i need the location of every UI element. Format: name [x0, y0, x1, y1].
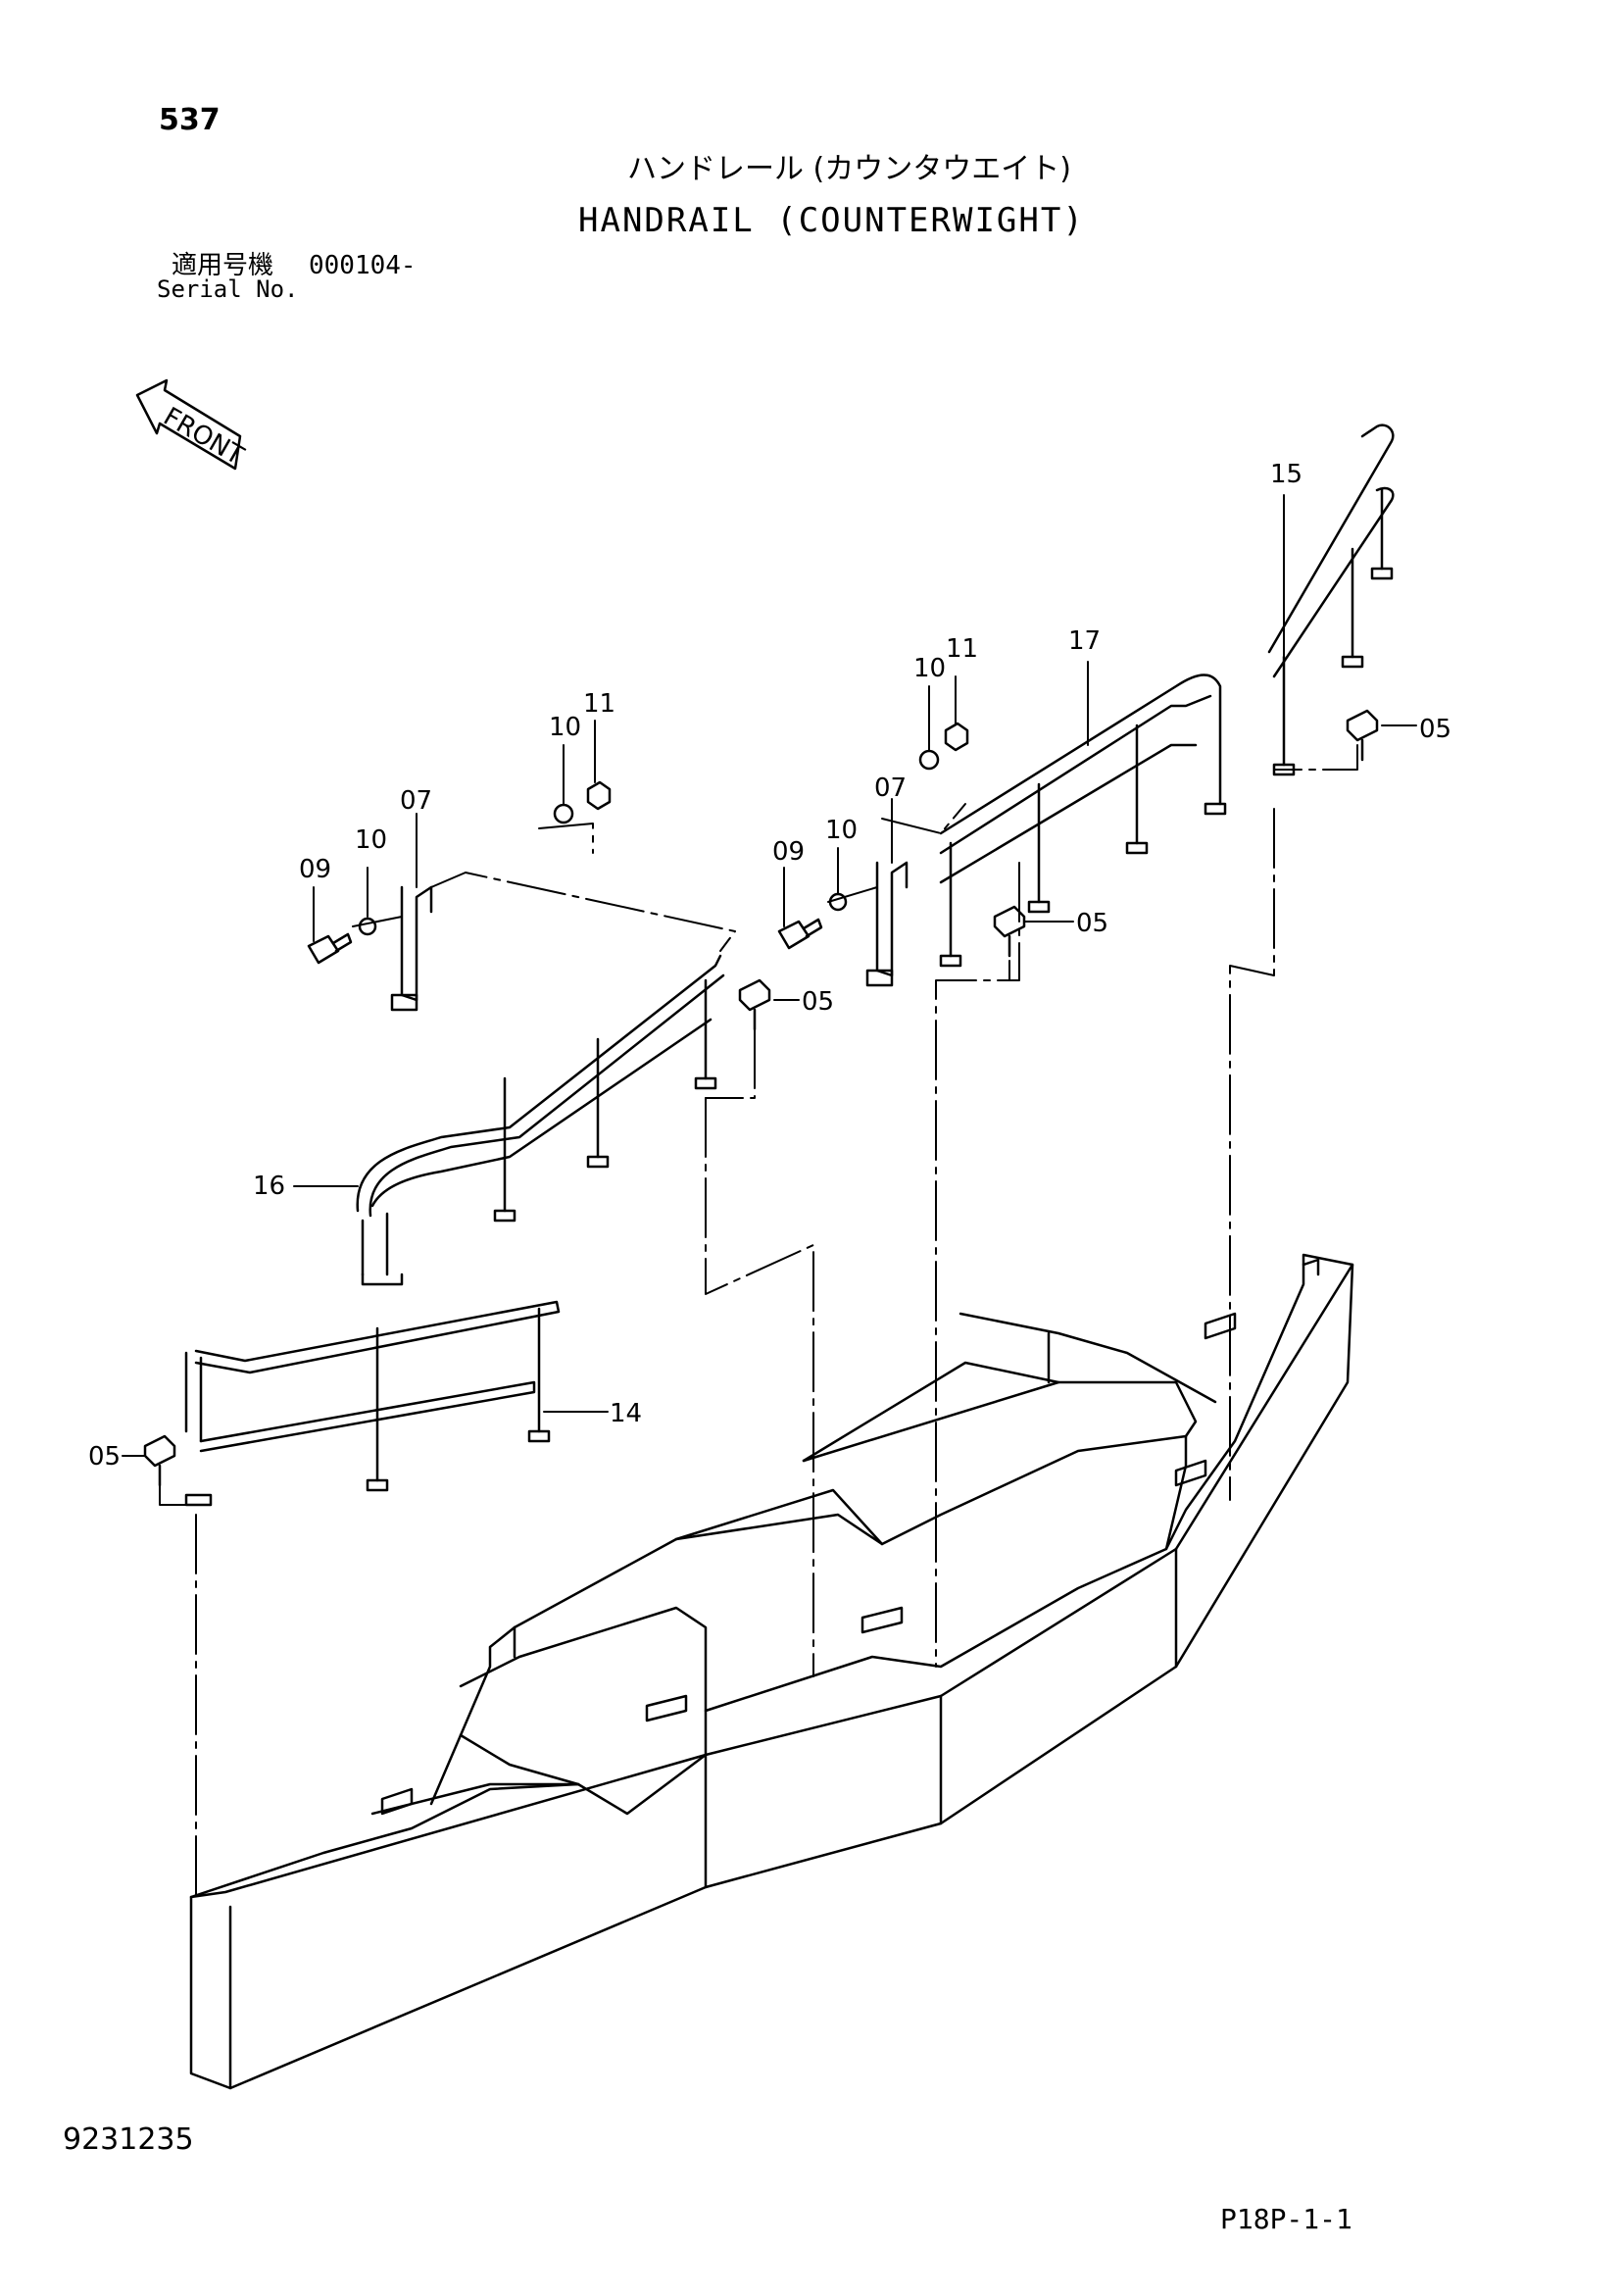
handrail-14 [184, 1300, 561, 1507]
serial-label-japanese: 適用号機 [172, 251, 274, 280]
bolt-05-b [993, 905, 1026, 958]
bolt-05-c [738, 978, 771, 1031]
front-arrow-label: FRONT [159, 402, 249, 471]
serial-number-value: 000104- [309, 251, 417, 280]
callout-10: 10 [825, 816, 858, 845]
callout-07: 07 [400, 786, 432, 816]
callout-07: 07 [874, 774, 907, 803]
callout-14: 14 [610, 1399, 642, 1428]
callout-11: 11 [583, 689, 615, 719]
handrail-16 [356, 954, 725, 1286]
callout-16: 16 [253, 1172, 285, 1201]
washer-10-upper-right [918, 749, 940, 771]
bolt-09-left [307, 932, 353, 965]
bolt-05-d [143, 1434, 176, 1487]
title-japanese: ハンドレール (カウンタウエイト) [627, 152, 1071, 186]
front-arrow-icon: FRONT [135, 378, 249, 472]
washer-10-upper-left [553, 803, 574, 824]
serial-label-english: Serial No. [157, 275, 299, 303]
leader-lines [122, 494, 1417, 1457]
callout-10: 10 [913, 654, 946, 683]
bolt-09-right [777, 918, 823, 950]
page-code: P18P-1-1 [1220, 2203, 1352, 2235]
handrail-17 [939, 674, 1227, 968]
callout-05: 05 [1419, 715, 1451, 744]
bolt-05-a [1346, 709, 1379, 762]
page-number: 537 [159, 103, 221, 137]
assembly-lines [159, 744, 1358, 1898]
bracket-07-right [865, 861, 909, 987]
handrail-15 [1267, 424, 1395, 776]
nut-11-upper-left [586, 780, 612, 811]
document-number: 9231235 [63, 2122, 194, 2157]
bracket-07-left [390, 885, 433, 1012]
callout-05: 05 [88, 1442, 121, 1472]
callout-10: 10 [549, 713, 581, 742]
callout-11: 11 [946, 634, 978, 664]
callout-09: 09 [772, 837, 805, 867]
washer-10-left [358, 917, 377, 936]
counterweight [189, 1253, 1354, 2090]
callout-05: 05 [1076, 909, 1108, 938]
callout-17: 17 [1068, 626, 1101, 656]
title-english: HANDRAIL (COUNTERWIGHT) [578, 201, 1085, 240]
callout-15: 15 [1270, 460, 1303, 489]
callout-labels: 15 17 10 11 05 10 11 07 10 09 07 10 09 0… [88, 460, 1451, 1472]
callout-09: 09 [299, 855, 331, 884]
callout-10: 10 [355, 825, 387, 855]
nut-11-upper-right [944, 722, 969, 752]
callout-05: 05 [802, 987, 834, 1017]
